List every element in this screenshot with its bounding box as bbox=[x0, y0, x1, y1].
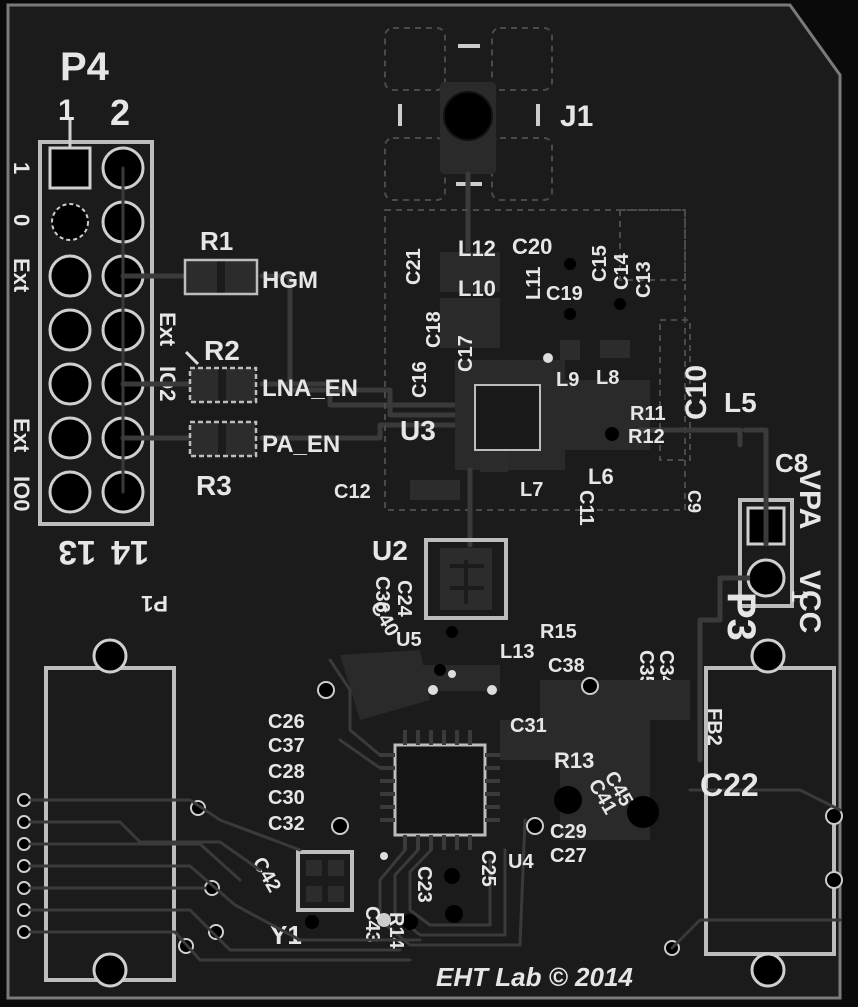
pin-label-0: 0 bbox=[9, 214, 34, 226]
r13-ref: R13 bbox=[554, 748, 594, 773]
u2-footprint bbox=[424, 538, 508, 620]
c9-ref: C9 bbox=[684, 490, 704, 513]
net-lna-en: LNA_EN bbox=[262, 375, 358, 402]
c10-ref: C10 bbox=[680, 365, 713, 420]
c11-ref: C11 bbox=[575, 490, 597, 526]
r2-ref: R2 bbox=[204, 335, 240, 366]
c20-ref: C20 bbox=[512, 234, 552, 259]
p3-ref: P3 bbox=[719, 592, 763, 641]
p1-connector bbox=[17, 638, 422, 988]
pin-label-ext-2: Ext bbox=[155, 312, 180, 347]
c25-ref: C25 bbox=[477, 850, 499, 887]
p1-mirror-ref: P1 bbox=[141, 591, 168, 616]
pin-label-ext-3: Ext bbox=[9, 418, 34, 453]
p4-pin1-label: 1 bbox=[58, 94, 75, 127]
c26-ref: C26 bbox=[268, 711, 305, 733]
j1-ref: J1 bbox=[560, 100, 593, 133]
r2-footprint bbox=[188, 366, 258, 404]
r11-ref: R11 bbox=[630, 403, 666, 425]
pin-label-ext-1: Ext bbox=[9, 258, 34, 293]
p3-label-vpa: VPA bbox=[793, 470, 826, 529]
c38-ref: C38 bbox=[548, 655, 585, 677]
p4-ref: P4 bbox=[60, 45, 110, 89]
r3-footprint bbox=[188, 420, 258, 458]
r12-ref: R12 bbox=[628, 426, 665, 448]
r1-footprint bbox=[183, 258, 259, 296]
r2-arrow bbox=[184, 350, 200, 366]
c15-ref: C15 bbox=[589, 245, 611, 282]
u2-ref: U2 bbox=[372, 535, 408, 566]
p3-pin-mark: 1 bbox=[787, 590, 812, 602]
p4-pin13-label: 13 bbox=[58, 533, 96, 571]
u5-ref: U5 bbox=[396, 629, 422, 651]
c43-ref: C43 bbox=[361, 906, 383, 943]
c28-ref: C28 bbox=[268, 761, 305, 783]
header-traces bbox=[120, 166, 458, 494]
fb2-ref: FB2 bbox=[703, 708, 725, 746]
c16-ref: C16 bbox=[409, 361, 431, 398]
c37-ref: C37 bbox=[268, 735, 305, 757]
l13-ref: L13 bbox=[500, 641, 534, 663]
c30-ref: C30 bbox=[268, 787, 305, 809]
c34-ref: C34 bbox=[655, 650, 677, 688]
p3-label-vcc: VCC bbox=[793, 570, 826, 633]
c8-ref: C8 bbox=[775, 448, 808, 478]
c18-ref: C18 bbox=[423, 311, 445, 348]
r14-ref: R14 bbox=[385, 912, 407, 950]
c14-ref: C14 bbox=[611, 252, 633, 290]
c21-ref: C21 bbox=[403, 248, 425, 285]
c27-ref: C27 bbox=[550, 845, 587, 867]
c17-ref: C17 bbox=[455, 335, 477, 372]
c29-ref: C29 bbox=[550, 821, 587, 843]
c35-ref: C35 bbox=[635, 650, 657, 687]
u4-ref: U4 bbox=[508, 851, 534, 873]
rf-section bbox=[384, 209, 743, 548]
j1-connector bbox=[384, 27, 553, 263]
l6-ref: L6 bbox=[588, 464, 614, 489]
r1-ref: R1 bbox=[200, 226, 233, 256]
c31-ref: C31 bbox=[510, 715, 547, 737]
c19-ref: C19 bbox=[546, 283, 583, 305]
l7-ref: L7 bbox=[520, 479, 543, 501]
y1-crystal bbox=[296, 850, 354, 929]
c22-ref: C22 bbox=[700, 767, 759, 803]
u4-area bbox=[317, 626, 690, 947]
l11-ref: L11 bbox=[523, 267, 545, 300]
r15-ref: R15 bbox=[540, 621, 577, 643]
c32-ref: C32 bbox=[268, 813, 305, 835]
c13-ref: C13 bbox=[633, 261, 655, 298]
p3-header bbox=[697, 427, 794, 763]
p4-pin14-label: 14 bbox=[111, 533, 149, 571]
copyright-text: EHT Lab © 2014 bbox=[436, 962, 633, 992]
l9-ref: L9 bbox=[556, 369, 579, 391]
l5-ref: L5 bbox=[724, 387, 757, 418]
l10-ref: L10 bbox=[458, 276, 496, 301]
p4-pin2-label: 2 bbox=[110, 92, 130, 133]
net-pa-en: PA_EN bbox=[262, 431, 340, 458]
c23-ref: C23 bbox=[413, 866, 435, 903]
pin-label-io0: IO0 bbox=[9, 476, 34, 511]
y1-ref: Y1 bbox=[270, 920, 302, 950]
c36-ref: C36 bbox=[371, 576, 393, 613]
c24-ref: C24 bbox=[393, 580, 415, 618]
c12-ref: C12 bbox=[334, 481, 371, 503]
l8-ref: L8 bbox=[596, 367, 619, 389]
r3-ref: R3 bbox=[196, 470, 232, 501]
l12-ref: L12 bbox=[458, 236, 496, 261]
u3-ref: U3 bbox=[400, 415, 436, 446]
c22-connector bbox=[664, 638, 843, 988]
net-hgm: HGM bbox=[262, 267, 318, 294]
pin-label-1: 1 bbox=[9, 162, 34, 174]
